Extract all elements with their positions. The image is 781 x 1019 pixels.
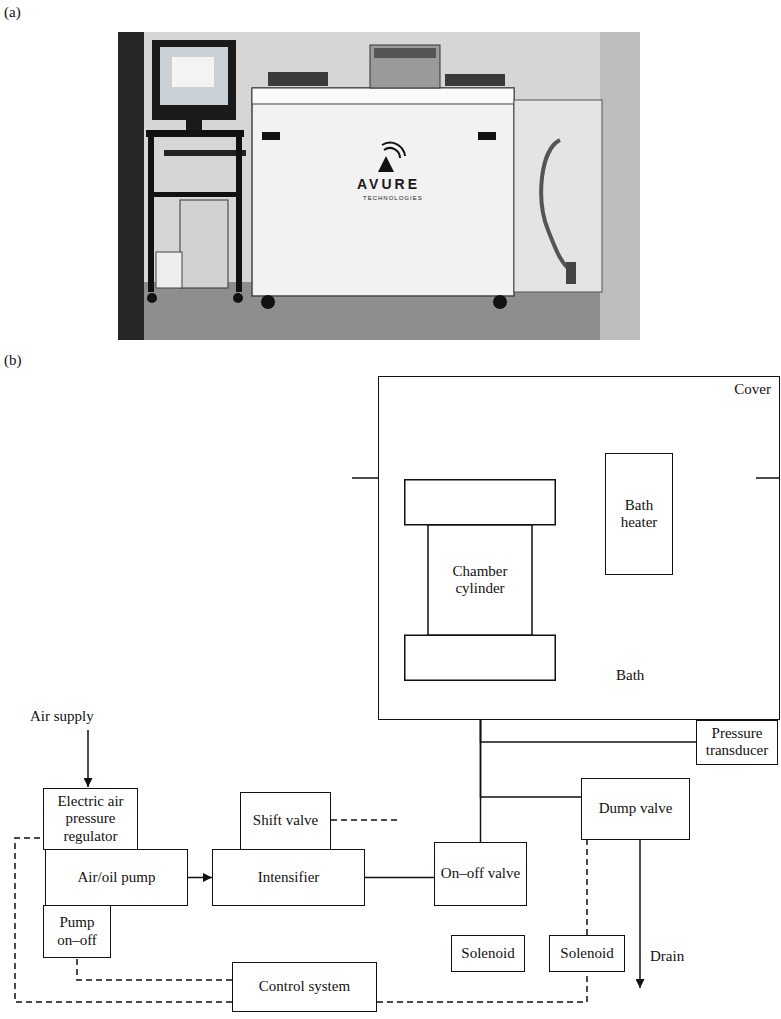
vessel-lid <box>374 48 436 58</box>
pressure-line <box>365 877 434 879</box>
cart-shelf <box>148 192 242 197</box>
solenoid-box: Solenoid <box>451 935 525 972</box>
keyboard-shelf <box>164 150 246 156</box>
node-text: Bath heater <box>609 497 669 532</box>
side-panel <box>514 100 602 292</box>
node-text: Cover <box>734 381 771 398</box>
intensifier-box: Intensifier <box>212 849 365 906</box>
logo-text: AVURE <box>357 176 420 192</box>
photo-shadow <box>118 32 144 340</box>
tray <box>445 74 505 86</box>
hose <box>541 140 572 272</box>
valve-box: Shift valve <box>240 792 331 850</box>
cylinder-part <box>428 525 532 636</box>
node-text: Solenoid <box>560 945 613 962</box>
control-signal-line <box>586 840 588 935</box>
drain-arrow <box>639 840 641 988</box>
cart-shelf <box>146 130 244 137</box>
control-signal-line <box>77 958 232 980</box>
cover-bath-box: CoverBath Chamber cylinder Bath heater <box>378 376 780 720</box>
sensor-box: Pressure transducer <box>696 720 778 765</box>
node-text: Shift valve <box>253 812 318 829</box>
cart-wheel <box>147 293 157 303</box>
photo <box>118 32 640 340</box>
screen-window <box>172 57 214 87</box>
cover-edge <box>352 477 378 479</box>
pressure-line <box>188 877 212 879</box>
node-text: Air/oil pump <box>78 869 156 886</box>
printer <box>156 252 182 288</box>
photo-wall <box>118 32 640 340</box>
monitor-stand <box>186 120 202 130</box>
handle <box>262 132 280 140</box>
node-text: On–off valve <box>441 865 520 882</box>
machine-top <box>252 88 514 104</box>
air-supply-arrow <box>87 730 89 787</box>
computer-tower <box>180 200 228 288</box>
node-text: Chamber cylinder <box>431 563 529 598</box>
control-signal-line <box>377 972 587 1002</box>
regulator-box: Electric air pressure regulator <box>43 788 138 850</box>
node-text: Dump valve <box>599 800 673 817</box>
monitor-screen <box>160 47 228 105</box>
machine-wheel <box>493 295 507 309</box>
node-text: Electric air pressure regulator <box>47 793 134 845</box>
cylinder-part <box>405 480 556 525</box>
panel-label: (a) <box>4 4 21 21</box>
machine-cabinet <box>252 88 514 296</box>
node-text: Solenoid <box>461 945 514 962</box>
valve-box: On–off valve <box>434 842 527 906</box>
solenoid-box: Solenoid <box>549 935 625 972</box>
node-text: Pressure transducer <box>700 725 774 760</box>
handle <box>478 132 496 140</box>
cover-edge <box>756 477 780 479</box>
logo-mark <box>384 148 400 158</box>
photo-wall-right <box>600 32 640 340</box>
valve-box: Dump valve <box>581 778 690 840</box>
node-text: Control system <box>259 978 350 995</box>
chamber-cylinder: Chamber cylinder <box>404 479 556 681</box>
switch-box: Pump on–off <box>43 905 111 958</box>
node-text: Bath <box>616 667 644 684</box>
logo-mark <box>378 156 394 172</box>
node-text: Intensifier <box>258 869 320 886</box>
outlet-label: Drain <box>650 948 684 965</box>
control-box: Control system <box>232 962 377 1012</box>
source-label: Air supply <box>30 708 94 725</box>
cart-leg <box>148 137 154 292</box>
cart-leg <box>236 137 242 292</box>
panel-label: (b) <box>4 352 22 369</box>
cylinder-part <box>405 635 556 680</box>
pressure-line <box>481 720 697 742</box>
pressure-line <box>481 720 582 797</box>
monitor <box>152 40 236 120</box>
signal-line <box>331 819 400 821</box>
node-text: Pump on–off <box>47 914 107 949</box>
tray <box>268 72 328 86</box>
logo-mark <box>382 143 405 156</box>
logo-text: TECHNOLOGIES <box>363 195 423 202</box>
hose-fitting <box>566 262 576 284</box>
heater-box: Bath heater <box>605 453 673 575</box>
control-signal-line <box>15 838 232 1002</box>
vessel-top <box>370 45 440 88</box>
machine-wheel <box>261 295 275 309</box>
pump-box: Air/oil pump <box>45 849 188 906</box>
cart-wheel <box>233 293 243 303</box>
